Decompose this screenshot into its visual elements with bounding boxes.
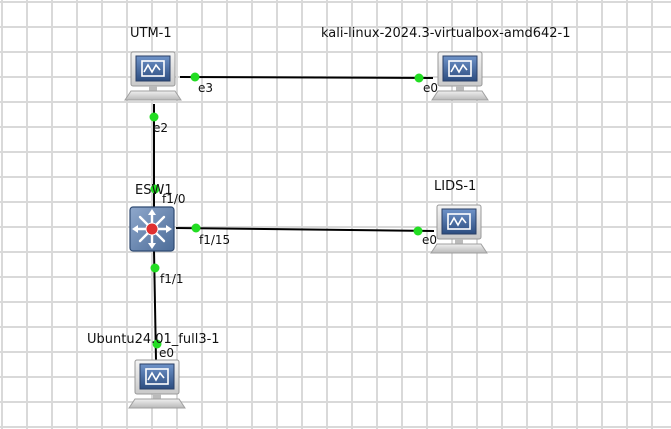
port-dot-kali-e0[interactable] [414,73,424,83]
port-label-esw-f1-0: f1/0 [162,192,186,206]
port-dot-esw-f1-1[interactable] [150,263,160,273]
port-label-utm-e2: e2 [153,121,169,135]
port-label-ubuntu-e0: e0 [159,346,175,360]
lids-computer-icon[interactable] [430,204,488,254]
switch-label: ESW1 [135,183,173,198]
ubuntu-label: Ubuntu24.01_full3-1 [87,332,220,347]
ubuntu-computer-icon[interactable] [128,359,186,409]
port-label-esw-f1-1: f1/1 [160,272,184,286]
link-utm-kali[interactable] [179,76,434,79]
port-dot-lids-e0[interactable] [413,226,423,236]
kali-computer-icon[interactable] [431,51,489,101]
link-switch-lids[interactable] [175,227,435,232]
lids-label: LIDS-1 [434,179,477,194]
port-label-lids-e0: e0 [422,233,438,247]
port-label-kali-e0: e0 [423,81,439,95]
utm-label: UTM-1 [130,26,172,41]
port-dot-utm-e2[interactable] [149,112,159,122]
switch-icon[interactable] [129,206,175,252]
port-label-utm-e3: e3 [198,81,214,95]
port-dot-esw-f1-15[interactable] [191,223,201,233]
port-dot-utm-e3[interactable] [190,72,200,82]
port-label-esw-f1-15: f1/15 [199,233,231,247]
kali-label: kali-linux-2024.3-virtualbox-amd642-1 [321,26,571,41]
utm-computer-icon[interactable] [124,51,182,101]
port-dot-esw-f1-0[interactable] [150,184,160,194]
port-dot-ubuntu-e0[interactable] [152,339,162,349]
